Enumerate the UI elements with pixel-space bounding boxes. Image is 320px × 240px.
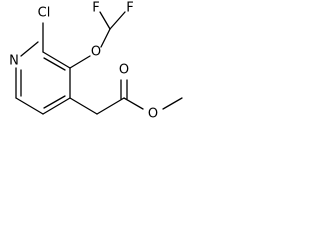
bond-ch2-carbonyl <box>96 97 125 115</box>
chemical-structure: Cl F F O N O O <box>9 1 183 122</box>
bond-c3-o <box>69 55 91 69</box>
bonds <box>15 11 183 115</box>
bond-c4-ch2 <box>69 97 98 115</box>
atom-f-left-label: F <box>92 1 99 16</box>
bond-c3-c2 <box>42 51 71 69</box>
bond-o-chf2 <box>100 28 111 48</box>
bond-chf2-f-left <box>99 11 111 30</box>
bond-c5-c4-double <box>43 95 66 109</box>
bond-c6-c5 <box>15 97 44 115</box>
atom-labels: Cl F F O N O O <box>9 1 158 122</box>
bond-chf2-f-right <box>109 11 126 30</box>
bond-o-methyl <box>162 97 183 110</box>
atom-o-ether-label: O <box>91 45 101 60</box>
atom-o-ester-label: O <box>148 107 158 122</box>
atom-n-label: N <box>9 54 19 69</box>
bond-c5-c4 <box>42 97 71 115</box>
atom-f-right-label: F <box>126 1 133 16</box>
bond-c2-n1 <box>20 41 39 57</box>
bond-c3-c2-double <box>43 57 66 71</box>
atom-o-carbonyl-label: O <box>119 63 129 78</box>
bond-carbonyl-o-ester <box>123 97 144 110</box>
atom-cl-label: Cl <box>38 6 51 21</box>
